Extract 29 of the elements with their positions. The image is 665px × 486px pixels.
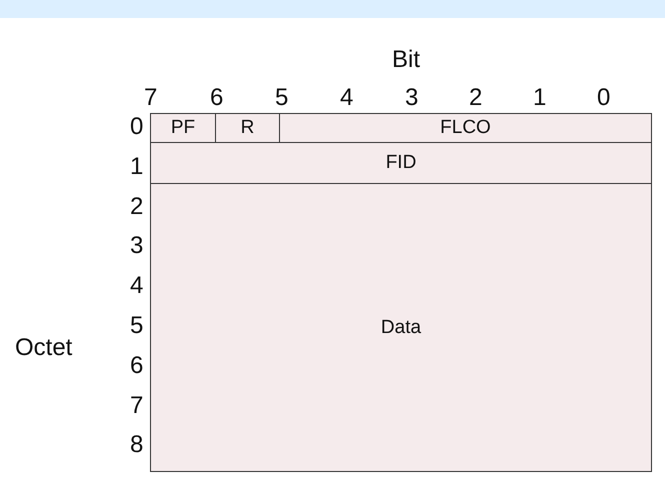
bit-number: 0 [597,84,610,112]
octet-number: 8 [130,431,144,460]
field-box [150,113,216,143]
bit-number: 1 [533,84,546,112]
octet-number: 1 [130,152,144,181]
octet-number: 7 [130,392,144,420]
bit-number: 3 [405,84,418,112]
axis-title: Octet [15,334,72,362]
field-name: FLCO [440,117,491,139]
octet-number: 3 [130,232,144,260]
bit-number: 7 [144,84,158,112]
field-box [215,113,280,143]
field-name: R [240,117,254,139]
field-box [279,113,652,143]
field-name: Data [380,316,422,338]
field-box [150,142,652,184]
field-box [150,183,652,472]
axis-title: Bit [392,46,420,74]
octet-number: 0 [130,113,144,141]
field-name: FID [386,152,416,174]
bit-number: 6 [210,84,224,112]
field-name: PF [170,117,196,139]
bit-number: 4 [340,84,354,112]
octet-number: 5 [130,312,144,340]
octet-number: 2 [130,192,144,221]
octet-number: 4 [130,272,144,300]
octet-number: 6 [130,352,144,380]
bit-number: 5 [275,84,288,112]
bit-number: 2 [469,84,482,112]
